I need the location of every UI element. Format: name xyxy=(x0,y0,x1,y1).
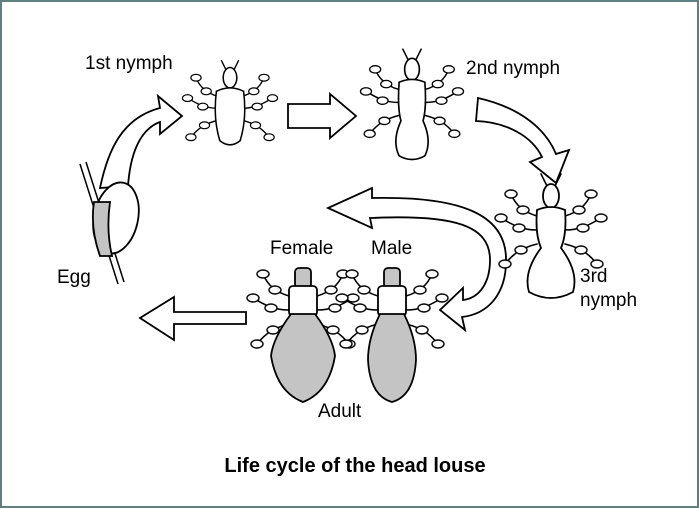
diagram-caption: Life cycle of the head louse xyxy=(224,455,485,477)
nymph-1st xyxy=(182,61,277,145)
label-2nd-nymph: 2nd nymph xyxy=(466,58,560,79)
arrow-egg-to-1st xyxy=(100,96,182,188)
label-1st-nymph: 1st nymph xyxy=(85,53,173,74)
adult-female xyxy=(247,268,359,402)
label-female: Female xyxy=(270,238,333,259)
nymph-legs-right xyxy=(425,66,464,138)
nymph-2nd xyxy=(360,49,463,159)
nymph-legs-left xyxy=(360,66,399,138)
label-adult: Adult xyxy=(318,401,362,422)
label-egg: Egg xyxy=(57,267,91,288)
nymph-legs-left xyxy=(182,74,218,140)
label-3rd-nymph-line2: nymph xyxy=(580,290,637,311)
arrow-2nd-to-3rd xyxy=(476,98,569,183)
adult-male xyxy=(336,268,448,402)
egg-cement xyxy=(93,202,112,256)
arrow-1st-to-2nd xyxy=(288,94,356,138)
label-3rd-nymph-line1: 3rd xyxy=(580,266,607,287)
arrow-adult-to-egg xyxy=(140,297,246,340)
nymph-legs-right xyxy=(242,74,278,140)
nymph-legs-right xyxy=(565,190,607,268)
label-male: Male xyxy=(371,238,412,259)
